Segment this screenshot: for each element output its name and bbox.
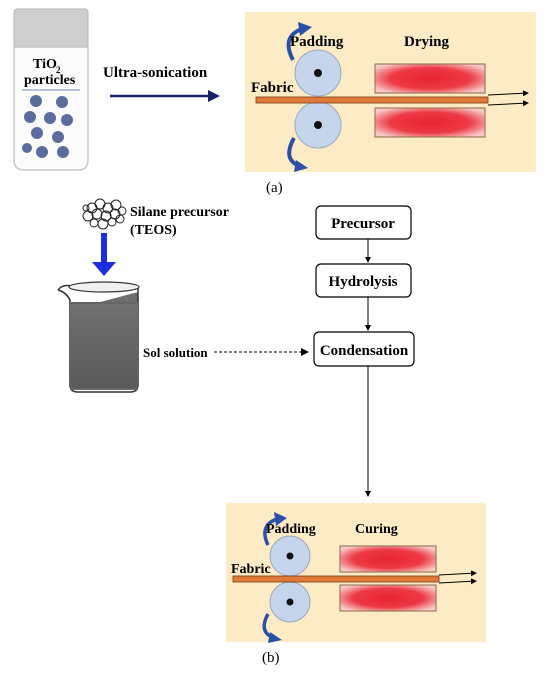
tio2-vial: TiO 2 particles <box>13 8 89 171</box>
particle <box>22 143 32 153</box>
particle <box>30 95 42 107</box>
padding-drying-panel-a: Padding Drying Fabric <box>245 12 536 172</box>
flow-step-precursor: Precursor <box>331 216 395 232</box>
bottom-heater <box>374 107 486 138</box>
caption-a: (a) <box>266 180 283 196</box>
caption-b: (b) <box>262 650 280 666</box>
top-heater <box>374 63 486 94</box>
sol-fill-shade <box>70 304 138 388</box>
sol-solution-label: Sol solution <box>143 345 208 360</box>
particle <box>52 131 64 143</box>
particle <box>24 111 36 123</box>
vial-cap <box>13 8 89 48</box>
particle <box>31 127 43 139</box>
roller-axle <box>314 69 322 77</box>
vial-label-subscript: 2 <box>56 65 61 75</box>
fabric-label: Fabric <box>231 562 271 577</box>
flow-step-hydrolysis: Hydrolysis <box>329 274 398 290</box>
flow-box-hydrolysis <box>315 263 412 298</box>
rotation-arrowhead <box>274 512 287 526</box>
fabric-exit-arrow <box>487 90 529 97</box>
roller-axle <box>286 598 294 606</box>
teos-label: (TEOS) <box>130 223 177 238</box>
curing-label: Curing <box>355 522 398 537</box>
fabric-strip <box>255 96 489 104</box>
precursor-arrowhead <box>92 262 116 276</box>
silane-precursor-icon <box>82 198 127 230</box>
beaker-rim <box>68 281 140 293</box>
rotation-arrowhead <box>294 160 308 172</box>
rotation-arrowhead <box>298 22 312 36</box>
particle <box>56 96 68 108</box>
beaker <box>57 281 140 393</box>
vial-label-tio: TiO <box>33 57 57 72</box>
tio2-particles <box>22 95 73 158</box>
padding-label: Padding <box>290 34 344 50</box>
ultrasonication-arrowhead <box>208 90 220 102</box>
flow-box-condensation <box>313 331 415 367</box>
particle <box>44 112 56 124</box>
fabric-exit-arrow <box>438 578 477 585</box>
bottom-heater <box>339 584 437 612</box>
particle <box>36 146 48 158</box>
roller-axle <box>286 552 294 560</box>
ultrasonication-label: Ultra-sonication <box>103 65 208 81</box>
flow-step-condensation: Condensation <box>320 343 409 359</box>
padding-label: Padding <box>266 522 316 537</box>
fabric-label: Fabric <box>251 80 294 96</box>
top-heater <box>339 545 437 573</box>
fabric-exit-arrow <box>438 570 477 577</box>
rotation-arrowhead <box>268 632 282 643</box>
roller-axle <box>314 121 322 129</box>
flow-box-precursor <box>315 205 412 240</box>
precursor-arrow-shaft <box>101 233 107 263</box>
fabric-strip <box>232 575 440 583</box>
drying-label: Drying <box>404 34 450 50</box>
particle <box>61 114 73 126</box>
silane-precursor-label: Silane precursor <box>130 205 229 220</box>
sol-gel-flowchart: Precursor Hydrolysis Condensation <box>313 205 415 497</box>
vial-body <box>13 46 89 171</box>
vial-label-particles: particles <box>24 73 76 88</box>
fabric-exit-arrow <box>487 100 529 107</box>
padding-curing-panel-b: Padding Curing Fabric <box>226 503 486 643</box>
particle <box>57 146 69 158</box>
